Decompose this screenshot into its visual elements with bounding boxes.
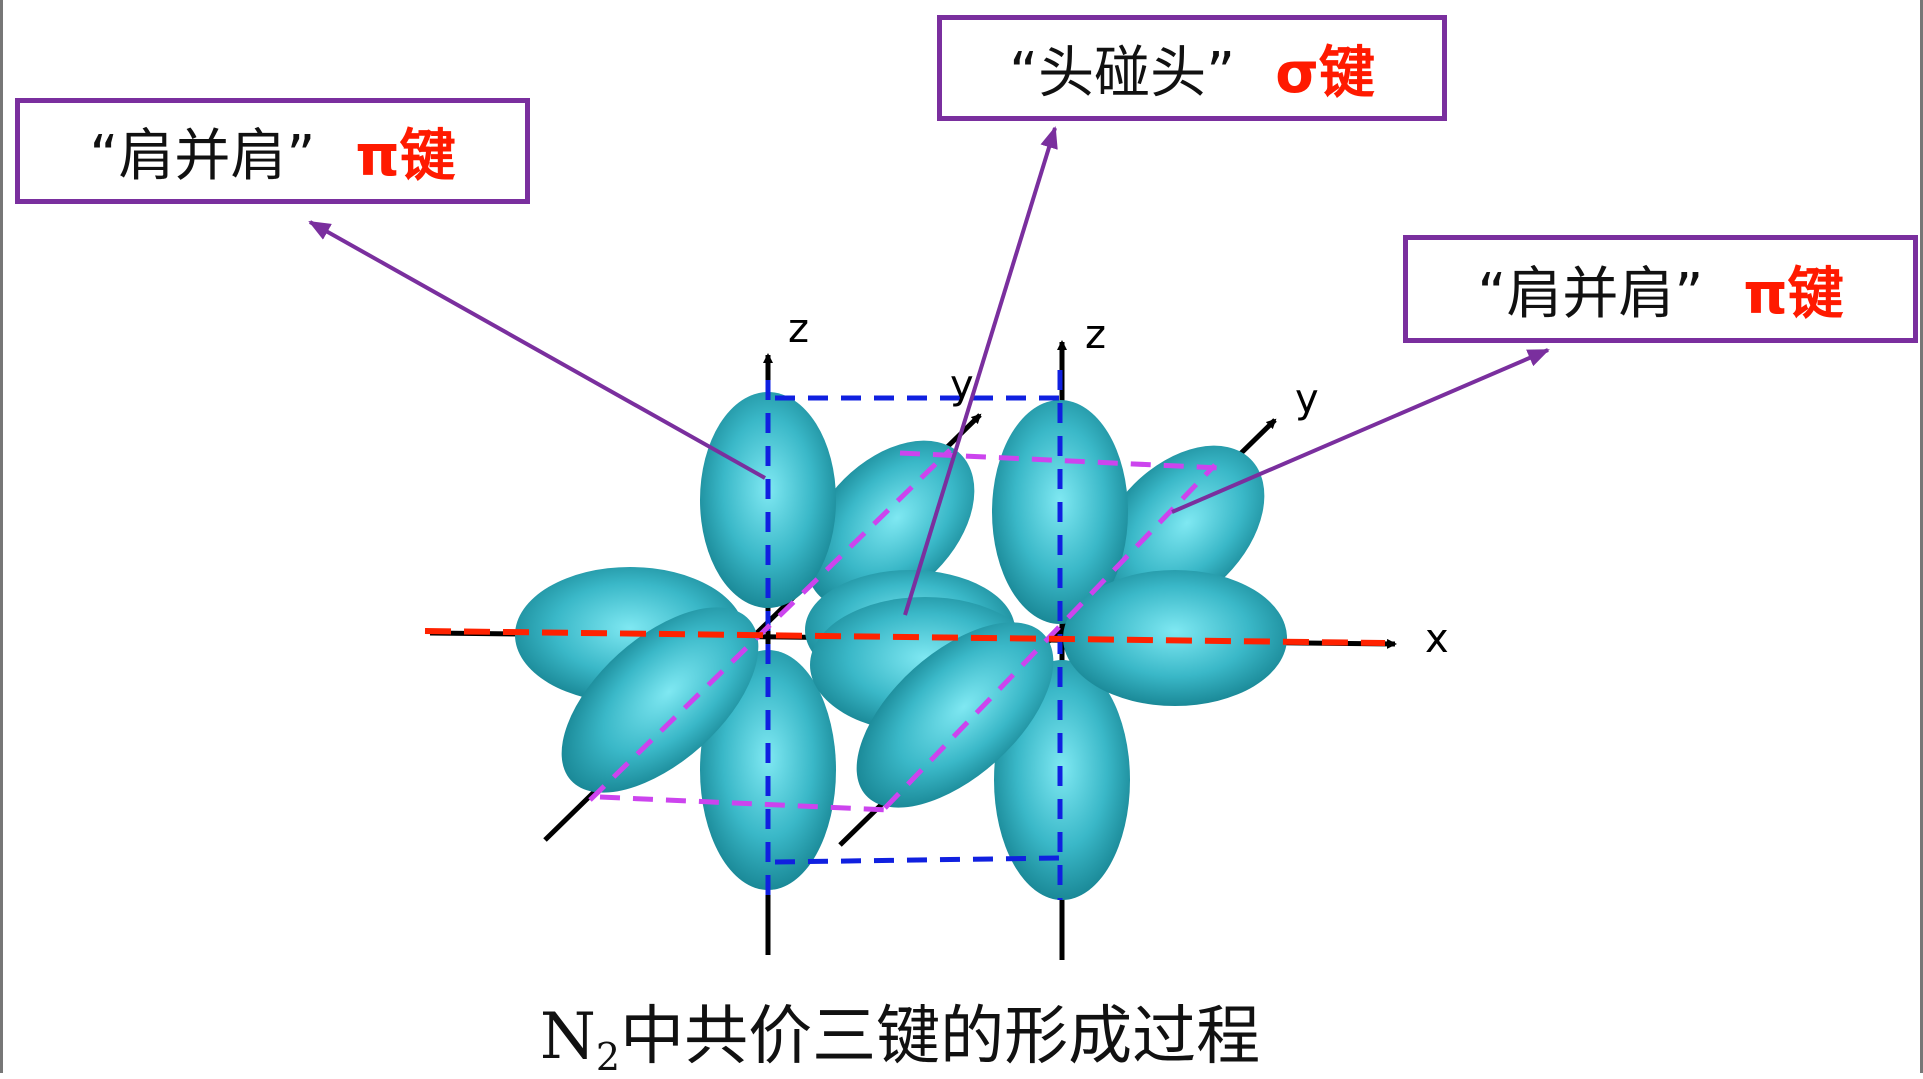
pi-bond-callout-left: “肩并肩” π键 (15, 98, 530, 204)
left-py-front-lobe (561, 607, 759, 793)
pi-right-arrow (1171, 348, 1550, 514)
x-label: x (1425, 616, 1449, 662)
pi-left-arrow (308, 220, 766, 480)
right-py-front-lobe (856, 622, 1054, 808)
sigma-text: “头碰头” (1009, 40, 1236, 106)
caption-text: 中共价三键的形成过程 (620, 1000, 1261, 1074)
caption-symbol: N (539, 1000, 596, 1074)
z-label-right: z (1085, 312, 1106, 358)
y-box-top (899, 450, 1221, 471)
y-box-bottom (599, 794, 891, 813)
diagram-caption: N2中共价三键的形成过程 (520, 985, 1280, 1079)
x-dash (424, 628, 1386, 646)
caption-subscript: 2 (595, 1035, 621, 1079)
sigma-bond-callout: “头碰头” σ键 (937, 15, 1447, 121)
left-edge-line (0, 0, 3, 1073)
pi-left-bond-label: π键 (355, 123, 456, 189)
right-py-back-lobe (1095, 445, 1265, 615)
callout-arrows (308, 126, 1550, 616)
y-dash-left (588, 448, 952, 802)
left-py-back-lobe (805, 440, 975, 610)
pi-right-text: “肩并肩” (1477, 261, 1704, 327)
right-edge-line (1920, 0, 1923, 1073)
orbital-lobes (515, 392, 1287, 900)
pi-bond-callout-right: “肩并肩” π键 (1403, 235, 1918, 343)
dashed-guides (424, 370, 1386, 900)
left-pz-lower-lobe (700, 650, 836, 890)
sigma-bond-label: σ键 (1275, 40, 1375, 106)
pi-right-bond-label: π键 (1743, 261, 1844, 327)
sigma-arrow (903, 126, 1058, 616)
pi-left-text: “肩并肩” (89, 123, 316, 189)
y-label-right: y (1295, 376, 1319, 422)
z-label-left: z (788, 306, 809, 352)
y-label-left: y (950, 362, 974, 408)
left-pz-upper-lobe (700, 392, 836, 608)
z-box-bottom (774, 855, 1061, 865)
